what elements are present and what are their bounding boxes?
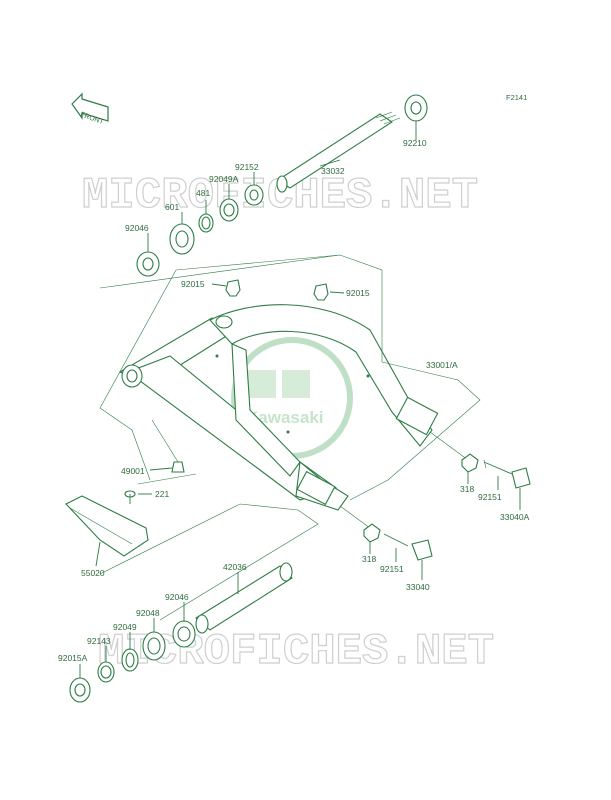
label-42036: 42036	[223, 562, 247, 572]
label-92015a: 92015A	[58, 653, 88, 663]
fitting-49001	[149, 419, 185, 473]
label-92210: 92210	[403, 138, 427, 148]
swingarm-body	[118, 304, 439, 511]
label-33040: 33040	[406, 582, 430, 592]
chain-guard	[65, 495, 149, 567]
grease-nipples	[211, 279, 345, 301]
nut-92210	[404, 94, 428, 140]
label-318-upper: 318	[460, 484, 474, 494]
adjuster-lower	[339, 505, 433, 580]
label-601: 601	[165, 202, 179, 212]
pivot-shaft	[276, 111, 401, 193]
diagram-code: F2141	[506, 93, 527, 102]
label-92152: 92152	[235, 162, 259, 172]
label-318-lower: 318	[362, 554, 376, 564]
label-92143: 92143	[87, 636, 111, 646]
label-33040a: 33040A	[500, 512, 530, 522]
label-92015-right: 92015	[346, 288, 370, 298]
adjuster-upper	[429, 431, 531, 510]
label-92046-top: 92046	[125, 223, 149, 233]
label-92049: 92049	[113, 622, 137, 632]
label-481: 481	[196, 188, 210, 198]
label-92046-bottom: 92046	[165, 592, 189, 602]
label-92015-left: 92015	[181, 279, 205, 289]
label-55020: 55020	[81, 568, 105, 578]
lower-bearing-stack	[69, 562, 293, 703]
label-92151-lower: 92151	[380, 564, 404, 574]
label-49001: 49001	[121, 466, 145, 476]
label-221: 221	[155, 489, 169, 499]
label-92049a: 92049A	[209, 174, 239, 184]
front-arrow-icon: FRONT	[71, 92, 109, 126]
label-92151-upper: 92151	[478, 492, 502, 502]
kawasaki-logo: Kawasaki	[231, 337, 353, 459]
assembly-outline	[99, 254, 481, 501]
bolt-221	[124, 490, 152, 504]
label-33032: 33032	[321, 166, 345, 176]
logo-text: Kawasaki	[246, 408, 324, 427]
label-33001a: 33001/A	[426, 360, 458, 370]
label-92048: 92048	[136, 608, 160, 618]
